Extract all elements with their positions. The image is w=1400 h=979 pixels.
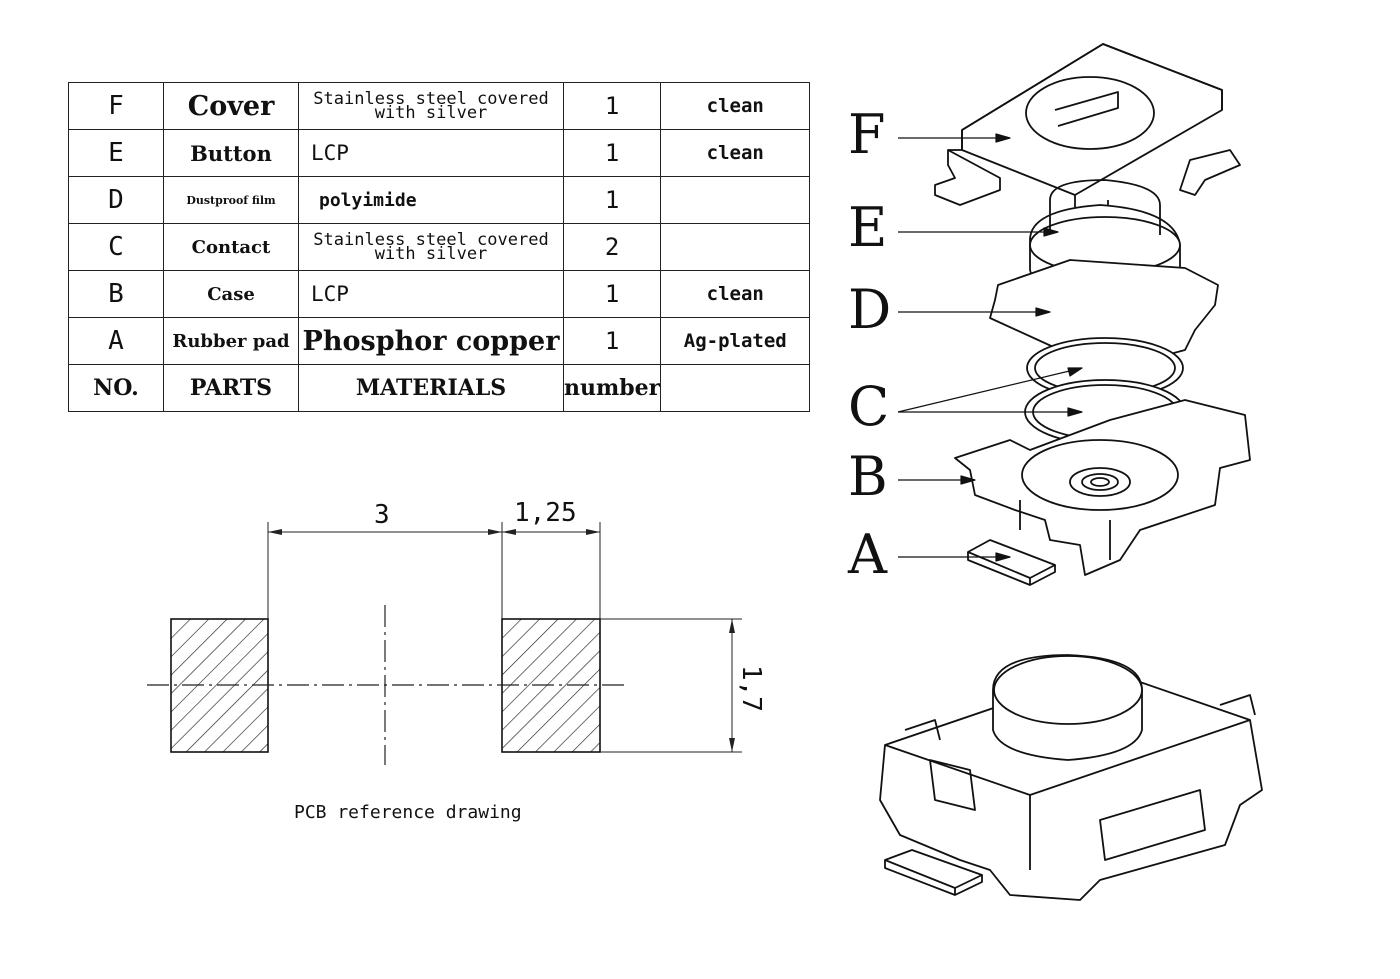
exploded-label-b: B — [848, 445, 888, 508]
row-number: 2 — [562, 223, 662, 271]
row-part: Contact — [163, 223, 299, 271]
dimension-pad-width-label: 1,25 — [514, 498, 577, 528]
material-line-1: Stainless steel covered — [313, 89, 549, 109]
part-b-case — [954, 399, 1251, 576]
exploded-label-f: F — [848, 103, 886, 166]
table-row: A Rubber pad Phosphor copper 1 Ag-plated — [68, 317, 811, 365]
row-material: Stainless steel covered with silver — [298, 223, 564, 271]
header-number: number — [562, 364, 662, 412]
row-material: LCP — [298, 270, 564, 318]
row-part: Case — [163, 270, 299, 318]
row-note: clean — [660, 82, 811, 130]
row-part: Cover — [163, 82, 299, 130]
row-material: Phosphor copper — [298, 317, 564, 365]
parts-table: F Cover Stainless steel covered with sil… — [68, 82, 811, 412]
pcb-drawing-caption: PCB reference drawing — [294, 802, 522, 823]
table-row: F Cover Stainless steel covered with sil… — [68, 82, 811, 130]
exploded-label-c: C — [848, 375, 890, 438]
table-row: D Dustproof film polyimide 1 — [68, 176, 811, 224]
row-number: 1 — [562, 129, 662, 177]
material-line-1: polyimide — [319, 189, 417, 211]
exploded-label-d: D — [848, 278, 892, 341]
part-f-cover — [934, 43, 1241, 241]
table-row: E Button LCP 1 clean — [68, 129, 811, 177]
table-row: C Contact Stainless steel covered with s… — [68, 223, 811, 271]
material-line-1: LCP — [311, 141, 349, 165]
row-part: Button — [163, 129, 299, 177]
header-parts: PARTS — [163, 364, 299, 412]
row-material: polyimide — [298, 176, 564, 224]
material-line-1: LCP — [311, 282, 349, 306]
row-no: F — [68, 82, 164, 130]
row-note — [660, 223, 811, 271]
leader-lines — [897, 133, 1083, 562]
material-line-2: with silver — [374, 244, 488, 264]
row-no: D — [68, 176, 164, 224]
dimension-gap-label: 3 — [374, 500, 390, 530]
table-row: B Case LCP 1 clean — [68, 270, 811, 318]
exploded-label-a: A — [848, 523, 887, 586]
row-note: Ag-plated — [660, 317, 811, 365]
material-line-1: Stainless steel covered — [313, 230, 549, 250]
row-number: 1 — [562, 176, 662, 224]
header-no: NO. — [68, 364, 164, 412]
row-no: E — [68, 129, 164, 177]
part-d-dustproof-film — [989, 259, 1219, 363]
row-no: B — [68, 270, 164, 318]
material-line-1: Phosphor copper — [302, 325, 560, 357]
row-note: clean — [660, 270, 811, 318]
header-note — [660, 364, 811, 412]
exploded-label-e: E — [848, 196, 888, 259]
row-no: A — [68, 317, 164, 365]
header-materials: MATERIALS — [298, 364, 564, 412]
row-part: Rubber pad — [163, 317, 299, 365]
material-line-2: with silver — [374, 103, 488, 123]
row-number: 1 — [562, 270, 662, 318]
table-header-row: NO. PARTS MATERIALS number — [68, 364, 811, 412]
